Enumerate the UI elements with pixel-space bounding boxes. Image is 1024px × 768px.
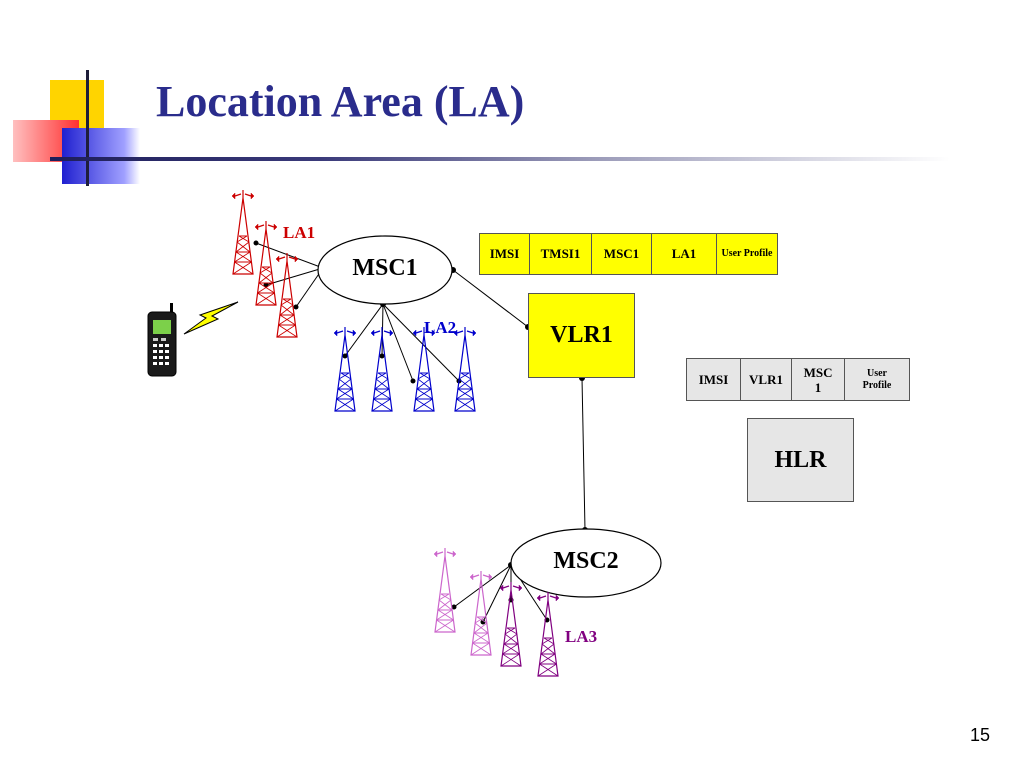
lightning-icon [183, 301, 239, 335]
logo-vertical-line [86, 70, 89, 186]
la3-towers-dark [499, 581, 560, 677]
page-title: Location Area (LA) [156, 77, 525, 126]
cell-tower-icon [333, 326, 357, 412]
cell-tower-icon [275, 252, 299, 338]
cell-tower-icon [469, 570, 493, 656]
cell-tower-icon [433, 547, 457, 633]
hlr-record-user-profile: User Profile [844, 358, 910, 401]
vlr-record-msc: MSC1 [591, 233, 652, 275]
hlr-record-vlr: VLR1 [740, 358, 792, 401]
la3-label: LA3 [565, 627, 598, 646]
vlr-record-table: IMSI TMSI1 MSC1 LA1 User Profile [479, 233, 779, 275]
hlr-label: HLR [774, 446, 827, 473]
logo-blue-square [62, 128, 140, 184]
page-number: 15 [969, 725, 990, 745]
la1-towers [231, 189, 299, 338]
vlr-record-imsi: IMSI [479, 233, 530, 275]
cell-tower-icon [412, 326, 436, 412]
la3-towers-light [433, 547, 493, 656]
title-underline [50, 157, 950, 161]
vlr1-node: VLR1 [528, 293, 635, 378]
vlr-record-la: LA1 [651, 233, 717, 275]
la2-towers [333, 326, 477, 412]
la2-label: LA2 [424, 318, 457, 337]
la1-label: LA1 [283, 223, 316, 242]
msc1-label: MSC1 [352, 255, 418, 281]
hlr-record-table: IMSI VLR1 MSC 1 User Profile [686, 358, 910, 401]
cell-tower-icon [453, 326, 477, 412]
vlr-record-tmsi: TMSI1 [529, 233, 592, 275]
hlr-record-imsi: IMSI [686, 358, 741, 401]
vlr-record-user-profile: User Profile [716, 233, 778, 275]
mobile-phone-icon [147, 303, 177, 377]
vlr1-label: VLR1 [550, 322, 613, 348]
msc2-node [510, 528, 662, 598]
hlr-record-msc: MSC 1 [791, 358, 845, 401]
cell-tower-icon [254, 220, 278, 306]
msc2-label: MSC2 [553, 548, 619, 574]
msc1-node [317, 235, 453, 305]
hlr-node: HLR [747, 418, 854, 502]
cell-tower-icon [536, 591, 560, 677]
cell-tower-icon [231, 189, 255, 275]
